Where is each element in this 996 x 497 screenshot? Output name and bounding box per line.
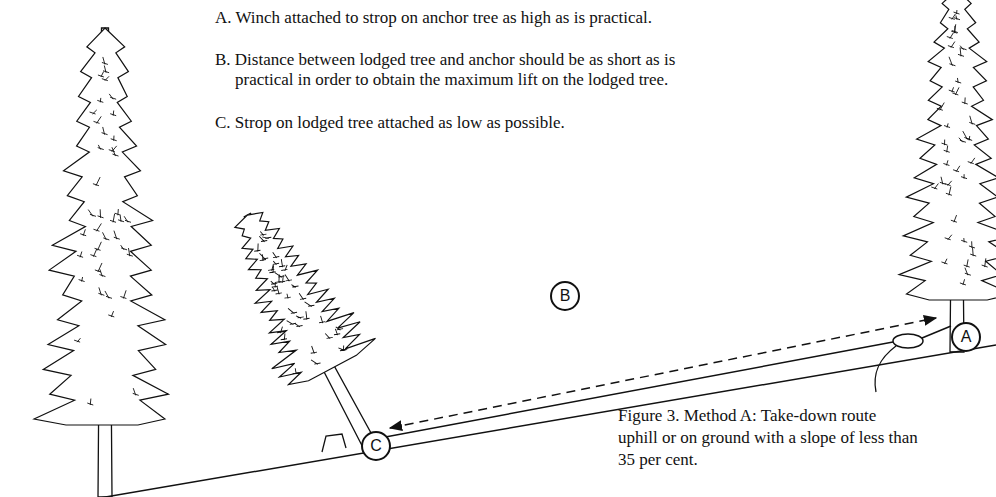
strop <box>922 326 951 338</box>
anchor-tree <box>899 0 996 352</box>
callout-circle: C <box>361 431 391 461</box>
note-text: A. Winch attached to strop on anchor tre… <box>215 8 685 28</box>
standing-tree <box>34 28 168 497</box>
note-text: B. Distance between lodged tree and anch… <box>215 50 685 90</box>
stump <box>322 434 346 452</box>
callout-circle: A <box>951 322 981 352</box>
cable-tail <box>875 346 896 392</box>
callout-letter: B <box>560 288 571 304</box>
note-text: C. Strop on lodged tree attached as low … <box>215 113 685 133</box>
callout-letter: C <box>370 438 382 454</box>
winch <box>893 334 923 348</box>
ground-slope <box>0 345 996 497</box>
figure-caption: Figure 3. Method A: Take-down route uphi… <box>618 405 918 471</box>
callout-circle: B <box>550 281 580 311</box>
lodged-tree <box>203 189 417 466</box>
callout-letter: A <box>961 329 972 345</box>
